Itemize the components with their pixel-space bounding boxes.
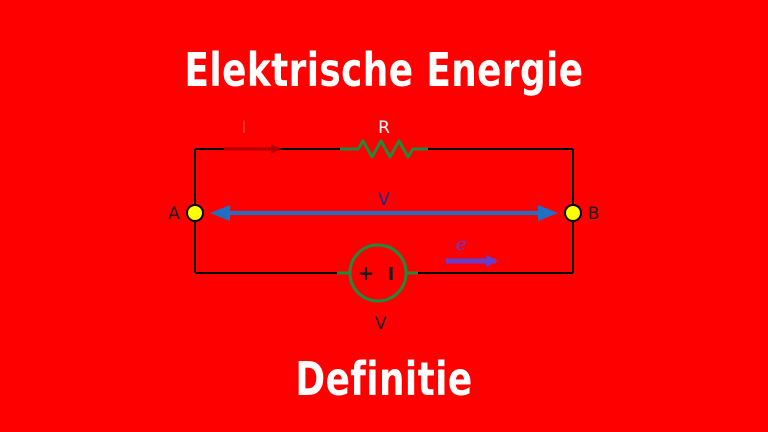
page-title: Elektrische Energie xyxy=(184,43,584,97)
node-b-dot xyxy=(564,204,582,222)
node-a-label: A xyxy=(168,204,180,224)
node-b: B xyxy=(564,204,600,224)
resistor-symbol xyxy=(340,139,428,159)
node-b-label: B xyxy=(588,204,600,224)
electron-flow-indicator: e xyxy=(446,234,498,267)
voltage-source: + I V xyxy=(337,243,418,334)
source-circle xyxy=(348,243,408,303)
current-label: I xyxy=(241,118,246,138)
node-a-dot xyxy=(186,204,204,222)
voltage-arrowhead-right xyxy=(538,205,558,221)
source-minus-sign: I xyxy=(388,264,395,285)
electron-label: e xyxy=(456,234,467,255)
resistor-label: R xyxy=(378,118,390,138)
voltage-label: V xyxy=(378,190,390,210)
page-subtitle: Definitie xyxy=(295,352,473,406)
voltage-arrowhead-left xyxy=(210,205,230,221)
resistor: R xyxy=(340,118,428,159)
node-a: A xyxy=(168,204,204,224)
current-indicator: I xyxy=(224,118,281,154)
source-voltage-label: V xyxy=(375,314,387,334)
source-plus-sign: + xyxy=(358,261,375,285)
voltage-indicator: V xyxy=(210,190,558,221)
